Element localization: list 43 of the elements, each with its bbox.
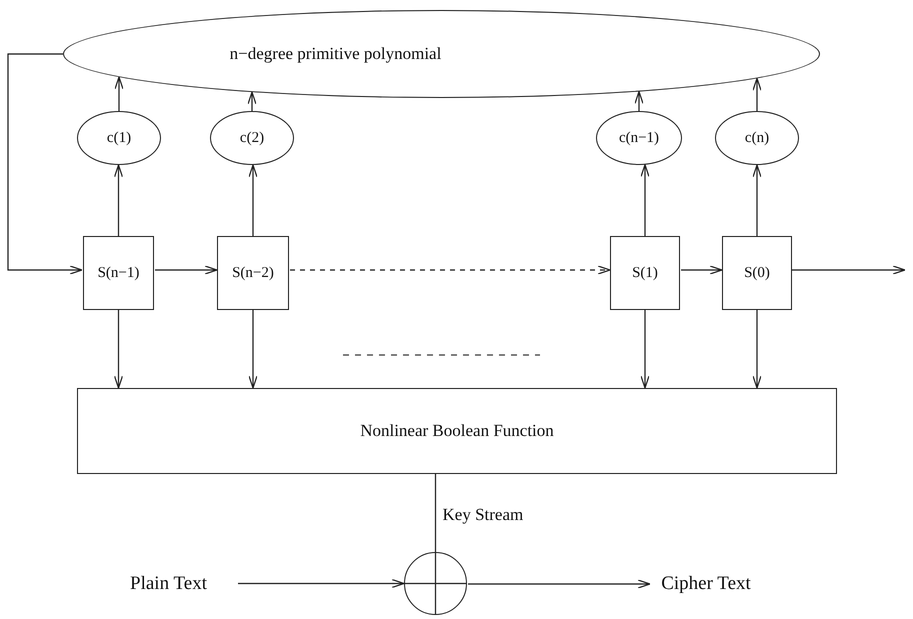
node-label: S(1): [632, 264, 658, 282]
node-label: S(n−2): [232, 264, 274, 282]
node-label: Nonlinear Boolean Function: [360, 421, 554, 441]
arrow: [752, 164, 762, 236]
arrow: [468, 579, 651, 589]
arrow: [792, 265, 906, 275]
process-box: [610, 236, 680, 310]
node-label: c(1): [106, 130, 132, 146]
node-label: c(2): [240, 130, 264, 146]
arrow: [155, 265, 218, 275]
ellipse-node: [596, 111, 682, 165]
arrow: [681, 265, 723, 275]
arrow: [247, 92, 257, 111]
xor-circle: [404, 552, 467, 615]
process-box: [217, 236, 289, 310]
arrow: [114, 164, 124, 236]
arrow: [114, 76, 124, 111]
node-label: c(n): [744, 130, 770, 146]
ellipse-node: [63, 10, 820, 98]
node-label: S(0): [744, 264, 770, 282]
arrow: [248, 164, 258, 236]
connector-line: [434, 474, 436, 552]
arrow: [248, 310, 258, 389]
arrow: [752, 78, 762, 111]
node-label: S(n−1): [98, 264, 140, 282]
ellipse-node: [210, 111, 294, 165]
node-label: Plain Text: [130, 573, 207, 595]
node-label: n−degree primitive polynomial: [230, 44, 442, 64]
process-box: [722, 236, 792, 310]
arrow: [640, 310, 650, 389]
arrow: [634, 90, 644, 111]
process-box: [77, 388, 837, 474]
ellipse-node: [77, 111, 161, 165]
arrow: [114, 310, 124, 389]
ellipse-node: [715, 111, 799, 165]
arrow: [238, 578, 405, 588]
node-label: c(n−1): [618, 130, 660, 146]
arrow: [7, 53, 83, 275]
arrow: [752, 310, 762, 389]
process-box: [83, 236, 154, 310]
arrow: [640, 164, 650, 236]
node-label: Cipher Text: [661, 573, 751, 595]
arrow: [290, 265, 611, 275]
